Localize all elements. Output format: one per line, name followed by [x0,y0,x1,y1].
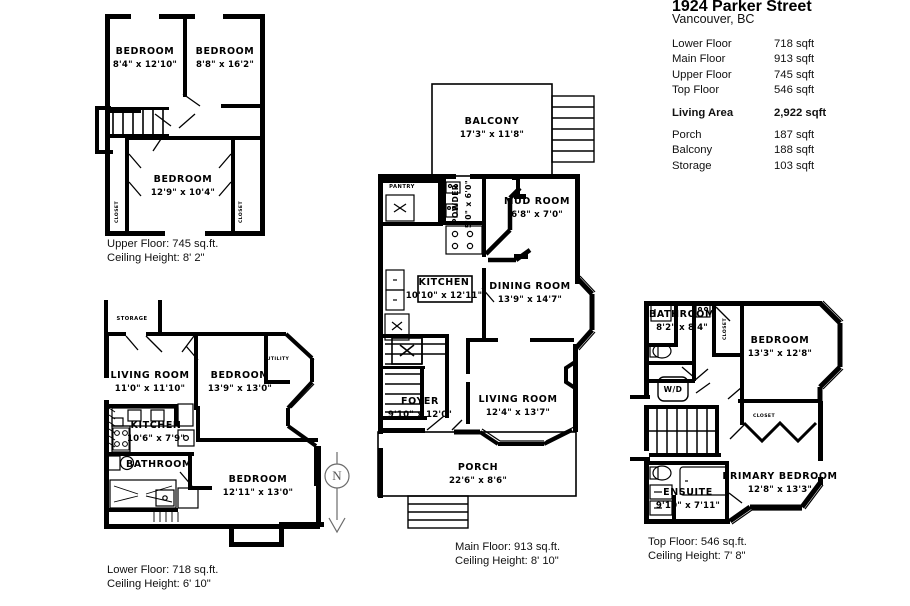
room-label: PRIMARY BEDROOM [722,471,837,482]
property-spec-panel: 1924 Parker Street Vancouver, BC Lower F… [672,0,910,175]
lower-floor-area: Lower Floor: 718 sq.ft. [107,564,219,576]
room-label: ENSUITE [663,487,713,498]
room-label: DINING ROOM [489,281,570,292]
room-dimension: 10'10" x 12'11" [406,291,483,301]
main-floor-area: Main Floor: 913 sq.ft. [455,541,561,553]
north-arrow: N [318,452,356,538]
room-label: FOYER [401,396,439,407]
room-label: KITCHEN [131,420,182,431]
area-label-top: Top Floor [672,84,720,97]
lower-floor-ceiling-height: Ceiling Height: 6' 10" [107,578,211,590]
closet-tag: CLOSET [722,318,728,340]
storage-tag: STORAGE [117,316,148,322]
room-label: BALCONY [465,116,520,127]
living-area-value: 2,922 sqft [774,106,827,119]
room-label: BEDROOM [229,474,288,485]
room-dimension: 13'3" x 12'8" [748,349,812,359]
room-label: BEDROOM [116,46,175,57]
closet-tag: CLOSET [238,201,244,223]
room-label: KITCHEN [419,277,470,288]
room-dimension: 8'2" x 8'4" [656,323,708,333]
main-floor-ceiling-height: Ceiling Height: 8' 10" [455,555,559,567]
room-dimension: 8'4" x 12'10" [113,60,177,70]
room-dimension: 12'8" x 13'3" [748,485,812,495]
room-dimension: 9'10" x 7'11" [656,501,720,511]
room-dimension: 8'8" x 16'2" [196,60,254,70]
room-label: PORCH [458,462,498,473]
room-dimension: 9'10" x 12'0" [388,410,452,420]
area-value-main: 913 sqft [774,53,815,66]
top-floor-ceiling-height: Ceiling Height: 7' 8" [648,550,746,562]
upper-floor-plan: BEDROOM 8'4" x 12'10" BEDROOM 8'8" x 16'… [95,6,275,236]
washer-dryer-tag: W/D [664,385,683,394]
table-row: Upper Floor 745 sqft [672,69,860,84]
upper-floor-area: Upper Floor: 745 sq.ft. [107,238,219,250]
closet-tag: CLOSET [114,201,120,223]
top-floor-caption: Top Floor: 546 sq.ft. Ceiling Height: 7'… [648,535,747,563]
table-row: Storage 103 sqft [672,160,860,175]
room-dimension: 12'4" x 13'7" [486,408,550,418]
area-label-storage: Storage [672,159,712,172]
table-row: Main Floor 913 sqft [672,53,860,68]
room-label: BEDROOM [196,46,255,57]
table-row-living-area: Living Area 2,922 sqft [672,107,860,122]
room-dimension: 12'9" x 10'4" [151,188,215,198]
room-label: POWDER [451,184,460,224]
room-label: LIVING ROOM [478,394,557,405]
top-floor-plan: BATHROOM 8'2" x 8'4" CLOSET W/D BEDROOM … [630,295,855,535]
room-label: LIVING ROOM [110,370,189,381]
room-dimension: 12'11" x 13'0" [223,488,293,498]
utility-tag: UTILITY [267,356,290,362]
north-letter: N [332,468,342,483]
page-title: 1924 Parker Street [672,0,812,11]
upper-floor-ceiling-height: Ceiling Height: 8' 2" [107,252,205,264]
top-floor-area: Top Floor: 546 sq.ft. [648,536,747,548]
area-label-upper: Upper Floor [672,68,732,81]
room-label: BEDROOM [751,335,810,346]
room-label: BATHROOM [649,309,715,320]
area-value-storage: 103 sqft [774,159,815,172]
room-dimension: 17'3" x 11'8" [460,130,524,140]
spacer-row [672,122,860,129]
room-dimension: 13'9" x 14'7" [498,295,562,305]
room-dimension: 10'6" x 7'9" [127,434,185,444]
table-row: Lower Floor 718 sqft [672,38,860,53]
main-floor-caption: Main Floor: 913 sq.ft. Ceiling Height: 8… [455,540,560,568]
room-dimension: 6'8" x 7'0" [511,210,563,220]
upper-floor-caption: Upper Floor: 745 sq.ft. Ceiling Height: … [107,237,218,265]
room-dimension: 11'0" x 11'10" [115,384,185,394]
main-floor-plan: BALCONY 17'3" x 11'8" PANTRY POWDER 5'0"… [370,82,596,542]
page-subtitle: Vancouver, BC [672,12,755,26]
room-dimension: 5'0" x 6'0" [464,180,473,228]
area-value-balcony: 188 sqft [774,144,815,157]
room-label: BEDROOM [211,370,270,381]
pantry-tag: PANTRY [389,184,415,190]
lower-floor-caption: Lower Floor: 718 sq.ft. Ceiling Height: … [107,563,218,591]
closet-tag: CLOSET [753,413,775,419]
area-label-lower: Lower Floor [672,38,732,50]
area-summary-table: Lower Floor 718 sqft Main Floor 913 sqft… [672,38,860,175]
area-label-balcony: Balcony [672,144,713,157]
area-value-upper: 745 sqft [774,68,815,81]
table-row: Top Floor 546 sqft [672,84,860,99]
room-dimension: 13'9" x 13'0" [208,384,272,394]
room-dimension: 22'6" x 8'6" [449,476,507,486]
lower-floor-plan: STORAGE UTILITY LIVING ROOM 11'0" x 11'1… [88,300,324,550]
area-value-top: 546 sqft [774,84,815,97]
area-label-porch: Porch [672,128,702,141]
room-label: BEDROOM [154,174,213,185]
table-row: Porch 187 sqft [672,129,860,144]
spacer-row [672,100,860,107]
area-value-porch: 187 sqft [774,128,815,141]
area-label-main: Main Floor [672,53,726,66]
table-row: Balcony 188 sqft [672,144,860,159]
area-value-lower: 718 sqft [774,38,815,50]
living-area-label: Living Area [672,106,734,119]
room-label: MUD ROOM [504,196,570,207]
room-label: BATHROOM [126,459,192,470]
